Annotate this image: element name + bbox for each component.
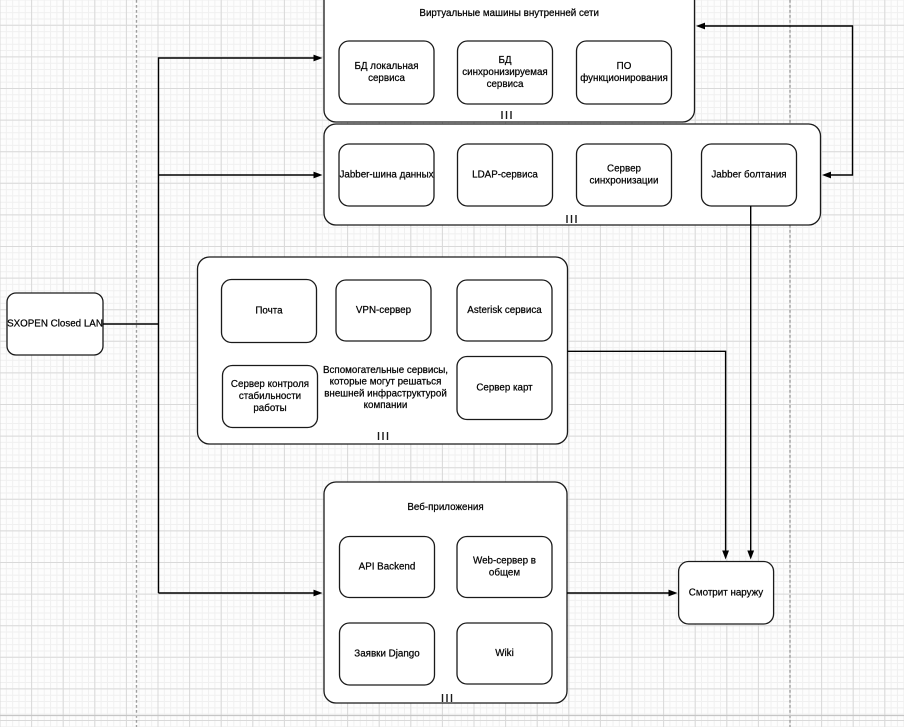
svg-text:Веб-приложения: Веб-приложения	[407, 502, 483, 513]
svg-text:SXOPEN Closed LAN: SXOPEN Closed LAN	[7, 319, 103, 330]
svg-text:стабильности: стабильности	[239, 391, 301, 402]
svg-text:синхронизации: синхронизации	[590, 175, 659, 186]
svg-text:БД: БД	[498, 55, 511, 66]
svg-text:Почта: Почта	[255, 306, 283, 317]
svg-text:функционирования: функционирования	[580, 73, 668, 84]
svg-text:БД локальная: БД локальная	[355, 61, 419, 72]
svg-text:компании: компании	[364, 400, 408, 411]
svg-text:Сервер: Сервер	[607, 164, 642, 175]
svg-text:сервиса: сервиса	[368, 73, 405, 84]
svg-text:Виртуальные машины внутренней: Виртуальные машины внутренней сети	[419, 8, 599, 19]
svg-text:Заявки Django: Заявки Django	[354, 649, 420, 660]
svg-text:VPN-сервер: VPN-сервер	[356, 305, 412, 316]
svg-text:ПО: ПО	[617, 61, 632, 72]
svg-text:Asterisk сервиса: Asterisk сервиса	[467, 305, 542, 316]
svg-text:Jabber болтания: Jabber болтания	[711, 170, 786, 181]
svg-text:общем: общем	[489, 567, 520, 578]
svg-text:синхронизируемая: синхронизируемая	[462, 67, 548, 78]
svg-text:работы: работы	[253, 403, 286, 414]
svg-text:Вспомогательные сервисы,: Вспомогательные сервисы,	[323, 365, 448, 376]
svg-text:сервиса: сервиса	[487, 79, 524, 90]
svg-text:которые могут решаться: которые могут решаться	[330, 377, 442, 388]
svg-text:Web-сервер в: Web-сервер в	[473, 556, 536, 567]
svg-text:Сервер карт: Сервер карт	[476, 383, 533, 394]
svg-text:внешней инфраструктурой: внешней инфраструктурой	[324, 388, 447, 399]
svg-text:Смотрит наружу: Смотрит наружу	[689, 587, 764, 598]
svg-text:Wiki: Wiki	[495, 648, 514, 659]
svg-text:Jabber-шина данных: Jabber-шина данных	[339, 170, 433, 181]
svg-text:Сервер контроля: Сервер контроля	[231, 379, 309, 390]
svg-text:API Backend: API Backend	[359, 562, 416, 573]
svg-text:LDAP-сервиса: LDAP-сервиса	[472, 170, 538, 181]
